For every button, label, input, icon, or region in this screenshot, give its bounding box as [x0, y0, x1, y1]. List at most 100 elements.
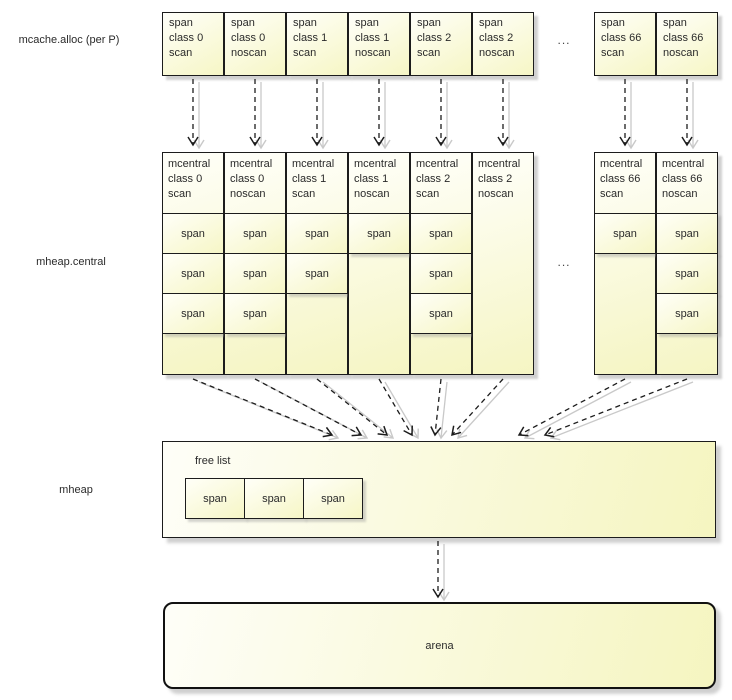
mcentral-column-title: mcentral class 0 noscan [225, 153, 285, 206]
mcache-box-line: span [293, 17, 317, 29]
mcentral-title-line: scan [416, 188, 440, 200]
mcentral-span-cell: span [162, 213, 224, 254]
mcentral-to-mheap-arrow [378, 378, 413, 437]
mcentral-to-mheap-arrow [316, 378, 389, 436]
mcentral-to-mheap-arrow-shadow [523, 381, 632, 440]
mcentral-to-mheap-arrow-shadow [549, 381, 694, 441]
mheap-label: mheap [59, 484, 93, 496]
span-cell-label: span [305, 227, 329, 240]
mcache-ellipsis: ... [557, 33, 571, 47]
mcache-box-line: class 66 [663, 32, 704, 44]
span-cell-label: span [429, 227, 453, 240]
span-cell-label: span [243, 227, 267, 240]
mcentral-title-line: class 2 [478, 173, 513, 185]
mcentral-column-title: mcentral class 2 noscan [473, 153, 533, 206]
mcentral-to-mheap-arrow-shadow [260, 381, 369, 440]
arena-label: arena [425, 639, 454, 652]
mcentral-span-cell: span [410, 253, 472, 294]
span-cell-label: span [203, 492, 227, 505]
span-cell-label: span [262, 492, 286, 505]
span-cell-label: span [181, 227, 205, 240]
arena-box: arena [163, 602, 716, 689]
mcentral-to-mheap-arrow [192, 378, 334, 438]
mcentral-title-line: noscan [230, 188, 266, 200]
mcache-row-label: mcache.alloc (per P) [18, 34, 120, 46]
mcentral-span-cell: span [286, 213, 348, 254]
mcache-box-line: noscan [355, 47, 391, 59]
mcache-box-line: span [417, 17, 441, 29]
span-cell-label: span [675, 307, 699, 320]
mcentral-span-cell: span [656, 293, 718, 334]
mcentral-title-line: class 0 [168, 173, 203, 185]
mcache-box-line: span [479, 17, 503, 29]
mcentral-title-line: noscan [662, 188, 698, 200]
mcentral-span-cell: span [656, 213, 718, 254]
mcentral-title-line: mcentral [230, 158, 273, 170]
mcache-box-line: scan [293, 47, 317, 59]
mcentral-title-line: mcentral [168, 158, 211, 170]
free-list-span-cell: span [244, 478, 304, 519]
span-cell-label: span [675, 227, 699, 240]
span-cell-label: span [429, 307, 453, 320]
mcentral-span-cell: span [162, 293, 224, 334]
mcentral-to-mheap-arrow-shadow [436, 381, 448, 440]
mcentral-to-mheap-arrow [517, 378, 626, 437]
free-list-span-cell: span [303, 478, 363, 519]
mcentral-title-line: mcentral [416, 158, 459, 170]
mcache-box-line: class 1 [355, 32, 390, 44]
span-cell-label: span [675, 267, 699, 280]
mcentral-to-mheap-arrow-shadow [457, 381, 510, 439]
mcentral-column: mcentral class 66 scan span [594, 152, 656, 375]
mcache-box-line: span [601, 17, 625, 29]
mcache-box-line: span [169, 17, 193, 29]
mcentral-span-cell: span [224, 213, 286, 254]
mcache-box: span class 1 noscan [348, 12, 410, 76]
mcache-box-line: class 0 [169, 32, 204, 44]
span-cell-label: span [181, 267, 205, 280]
mcache-box-line: span [355, 17, 379, 29]
mcentral-row-label: mheap.central [36, 256, 106, 268]
free-list-span-cell: span [185, 478, 245, 519]
mcache-box-line: noscan [231, 47, 267, 59]
mcentral-column-title: mcentral class 66 scan [595, 153, 655, 206]
mcentral-title-line: class 66 [600, 173, 641, 185]
mcentral-title-line: class 0 [230, 173, 265, 185]
mcache-box-line: class 2 [479, 32, 514, 44]
span-cell-label: span [367, 227, 391, 240]
mcache-box-line: class 1 [293, 32, 328, 44]
mcentral-to-mheap-arrow-shadow [322, 381, 395, 439]
mcentral-title-line: noscan [354, 188, 390, 200]
mcentral-title-line: scan [292, 188, 316, 200]
mcache-box-line: class 66 [601, 32, 642, 44]
mcache-box-line: noscan [663, 47, 699, 59]
mcentral-span-cell: span [410, 293, 472, 334]
mcentral-title-line: scan [600, 188, 624, 200]
mcentral-ellipsis: ... [557, 255, 571, 269]
mcentral-to-mheap-arrow-shadow [198, 381, 340, 441]
mcentral-title-line: mcentral [600, 158, 643, 170]
span-cell-label: span [613, 227, 637, 240]
mcache-box-line: scan [601, 47, 625, 59]
mcentral-span-cell: span [286, 253, 348, 294]
span-cell-label: span [181, 307, 205, 320]
mcentral-span-cell: span [224, 293, 286, 334]
span-cell-label: span [429, 267, 453, 280]
mcentral-title-line: class 66 [662, 173, 703, 185]
mcentral-title-line: noscan [478, 188, 514, 200]
mcentral-title-line: mcentral [478, 158, 521, 170]
mcache-box-line: class 0 [231, 32, 266, 44]
mcache-box-line: scan [417, 47, 441, 59]
mcentral-span-cell: span [594, 213, 656, 254]
mcache-box-line: span [663, 17, 687, 29]
